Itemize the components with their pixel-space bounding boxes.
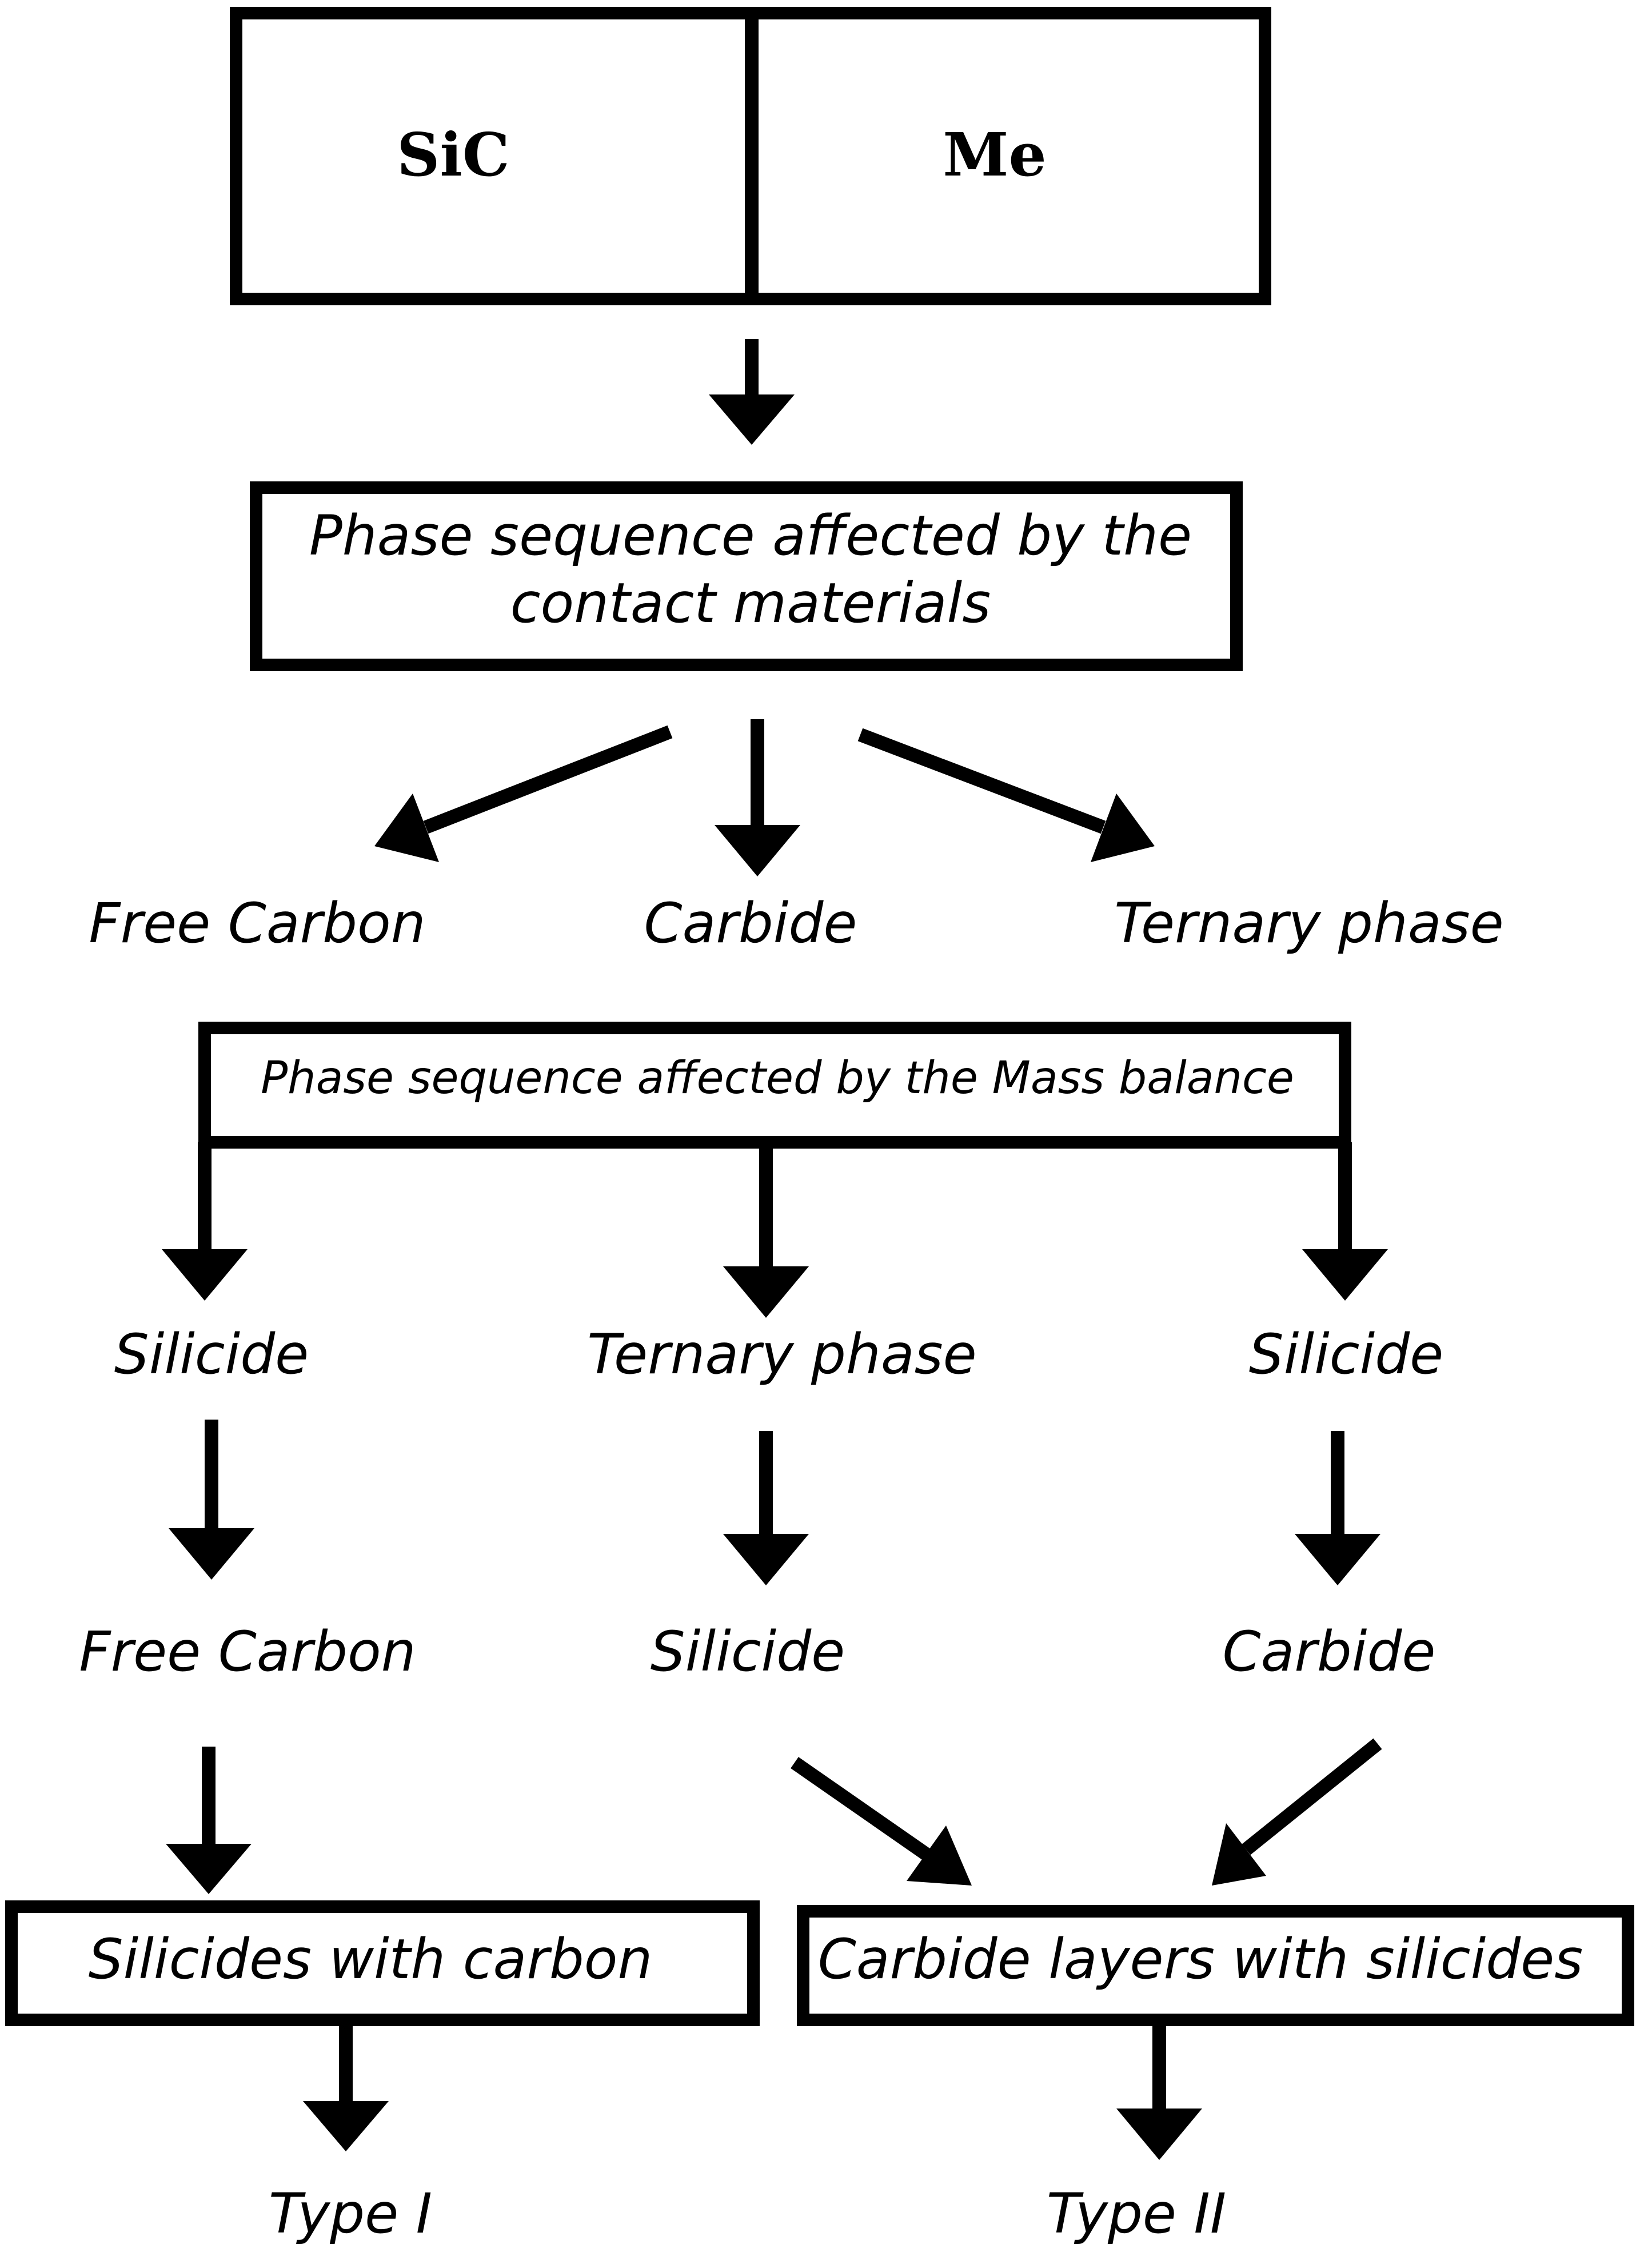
type-two-label: Type II — [1047, 2182, 1226, 2244]
contact-materials-box — [250, 481, 1243, 671]
contact-carbide-label: Carbide — [644, 891, 857, 955]
contact-box-line-1: Phase sequence affected by the — [309, 504, 1192, 568]
arrow-middle-to-carbide-layers — [791, 1757, 972, 1886]
right-silicide-label: Silicide — [1249, 1322, 1443, 1386]
arrow-to-free-carbon — [374, 725, 673, 862]
silicides-with-carbon-box — [5, 1900, 760, 2026]
arrow-to-type-two — [1116, 2020, 1202, 2160]
arrow-right-to-carbide-layers — [1212, 1738, 1382, 1886]
middle-ternary-phase-label: Ternary phase — [587, 1322, 976, 1386]
arrow-to-left-free-carbon — [169, 1420, 254, 1580]
arrow-to-silicides-with-carbon — [166, 1747, 252, 1894]
contact-free-carbon-label: Free Carbon — [89, 891, 425, 955]
arrow-to-type-one — [303, 2020, 389, 2151]
contact-box-line-2: contact materials — [510, 571, 991, 635]
carbide-layers-label: Carbide layers with silicides — [818, 1927, 1583, 1991]
arrow-to-carbide — [715, 719, 800, 876]
right-carbide-label: Carbide — [1223, 1620, 1436, 1684]
carbide-layers-box — [797, 1905, 1634, 2026]
middle-silicide-label: Silicide — [651, 1620, 845, 1684]
mass-balance-box — [198, 1022, 1351, 1149]
arrow-to-right-carbide — [1295, 1431, 1380, 1585]
me-label: Me — [943, 119, 1046, 190]
sic-label: SiC — [397, 119, 509, 190]
silicides-with-carbon-label: Silicides with carbon — [89, 1927, 653, 1991]
arrow-to-left-silicide — [162, 1142, 248, 1301]
type-one-label: Type I — [269, 2182, 432, 2244]
left-free-carbon-label: Free Carbon — [79, 1620, 416, 1684]
mass-balance-label: Phase sequence affected by the Mass bala… — [261, 1053, 1294, 1104]
arrow-to-middle-silicide — [723, 1431, 809, 1585]
arrow-to-ternary-phase — [857, 728, 1155, 862]
left-silicide-label: Silicide — [114, 1322, 309, 1386]
contact-ternary-phase-label: Ternary phase — [1114, 891, 1503, 955]
arrow-to-right-silicide — [1302, 1142, 1388, 1301]
arrow-to-middle-ternary-phase — [723, 1142, 809, 1318]
arrow-to-contact-box — [709, 339, 795, 445]
